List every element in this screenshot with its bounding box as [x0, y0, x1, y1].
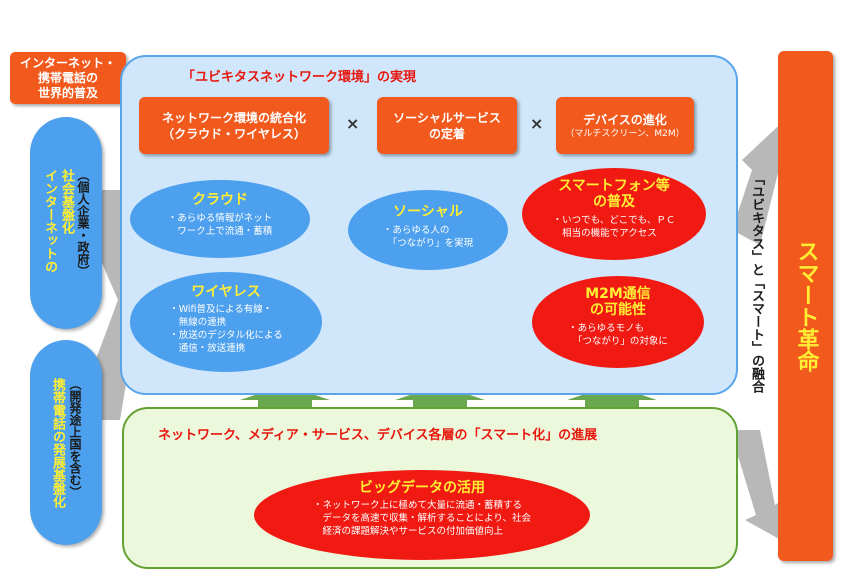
times-symbol-2: ×: [530, 114, 544, 133]
smartphone-title-2: の普及: [593, 194, 635, 210]
m2m-text: ・あらゆるモノも 「つながり」の対象に: [568, 323, 668, 347]
m2m-title-1: M2M通信: [585, 286, 651, 302]
wireless-ellipse: ワイヤレス ・Wifi普及による有線・ 無線の連携 ・放送のデジタル化による 通…: [130, 272, 322, 372]
network-integration-line-1: ネットワーク環境の統合化: [161, 110, 306, 125]
device-evolution-small: （マルチスクリーン、M2M）: [565, 128, 685, 139]
social-service-line-1: ソーシャルサービス: [393, 110, 501, 125]
cloud-text: ・あらゆる情報がネット ワーク上で流通・蓄積: [167, 213, 273, 237]
smart-progress-title: ネットワーク、メディア・サービス、デバイス各層の「スマート化」の進展: [158, 428, 598, 443]
internet-foundation-main2: 社会基盤化: [59, 169, 74, 234]
social-service-line-2: の定着: [428, 126, 465, 141]
wireless-text: ・Wifi普及による有線・ 無線の連携 ・放送のデジタル化による 通信・放送連携: [169, 304, 283, 354]
ubiquitous-network-title: 「ユビキタスネットワーク環境」の実現: [182, 70, 417, 85]
network-integration-line-2: （クラウド・ワイヤレス）: [162, 126, 306, 141]
mobile-foundation-main: 携帯電話の発展基盤化: [50, 377, 65, 508]
bigdata-text: ・ネットワーク上に極めて大量に流通・蓄積する データを高速で収集・解析することに…: [313, 500, 531, 537]
global-spread-line-2: 携帯電話の: [37, 70, 98, 85]
global-spread-label: インターネット・ 携帯電話の 世界的普及: [10, 52, 126, 104]
smart-revolution-bar: スマート革命: [778, 51, 833, 561]
upper-right-gray-arrow: [732, 115, 790, 245]
ubiquitous-smart-fusion-label: 「ユビキタス」と「スマート」の融合: [749, 172, 764, 393]
internet-foundation-pill: （個人企業・政府） 社会基盤化 インターネットの: [30, 117, 102, 329]
device-evolution-line-1: デバイスの進化: [583, 112, 667, 127]
social-title: ソーシャル: [393, 204, 463, 220]
times-symbol-1: ×: [346, 114, 360, 133]
global-spread-line-1: インターネット・: [19, 55, 116, 70]
social-ellipse: ソーシャル ・あらゆる人の 「つながり」を実現: [348, 190, 508, 270]
smartphone-title-1: スマートフォン等: [558, 178, 670, 194]
mobile-foundation-sub: （開発途上国を含む）: [68, 377, 82, 498]
wireless-title: ワイヤレス: [191, 284, 261, 300]
social-service-box: ソーシャルサービス の定着: [377, 97, 517, 154]
internet-foundation-sub: （個人企業・政府）: [76, 169, 90, 277]
m2m-ellipse: M2M通信 の可能性 ・あらゆるモノも 「つながり」の対象に: [532, 276, 704, 368]
global-spread-line-3: 世界的普及: [37, 85, 98, 100]
bigdata-title: ビッグデータの活用: [359, 480, 485, 496]
lower-right-gray-arrow: [730, 430, 790, 545]
smartphone-ellipse: スマートフォン等 の普及 ・いつでも、どこでも、ＰＣ 相当の機能でアクセス: [522, 168, 706, 260]
social-text: ・あらゆる人の 「つながり」を実現: [382, 225, 474, 249]
m2m-title-2: の可能性: [590, 302, 646, 318]
cloud-ellipse: クラウド ・あらゆる情報がネット ワーク上で流通・蓄積: [130, 180, 310, 258]
device-evolution-box: デバイスの進化 （マルチスクリーン、M2M）: [556, 97, 694, 154]
bigdata-ellipse: ビッグデータの活用 ・ネットワーク上に極めて大量に流通・蓄積する データを高速で…: [254, 470, 590, 560]
cloud-title: クラウド: [192, 192, 248, 208]
smart-revolution-label: スマート革命: [793, 240, 819, 372]
internet-foundation-main: インターネットの: [42, 169, 57, 273]
smartphone-text: ・いつでも、どこでも、ＰＣ 相当の機能でアクセス: [552, 215, 676, 239]
mobile-foundation-pill: （開発途上国を含む） 携帯電話の発展基盤化: [30, 340, 102, 545]
network-integration-box: ネットワーク環境の統合化 （クラウド・ワイヤレス）: [139, 97, 329, 154]
